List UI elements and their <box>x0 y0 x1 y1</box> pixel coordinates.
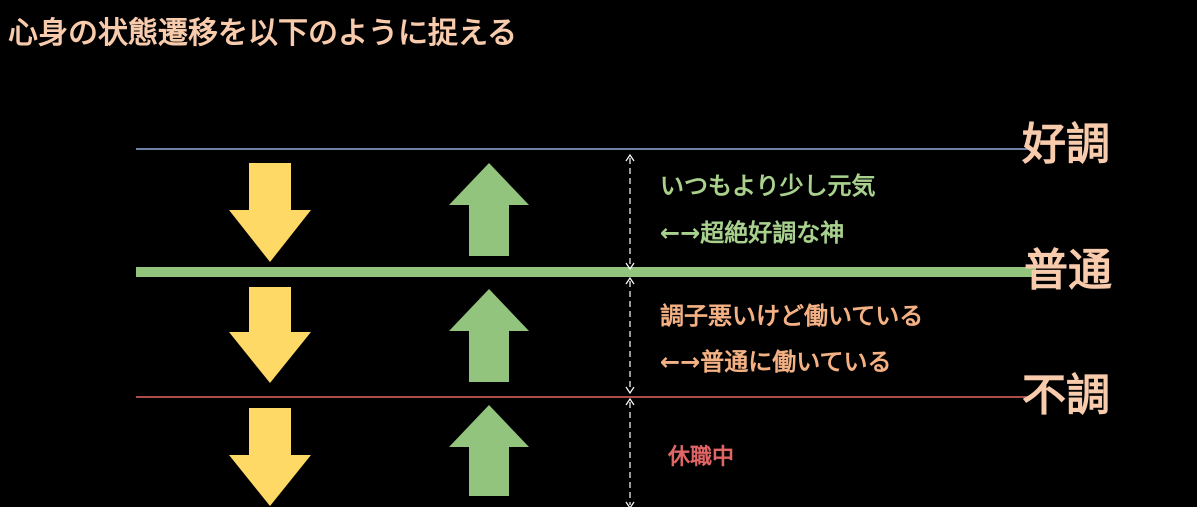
level-label-normal: 普通 <box>1024 245 1112 296</box>
down-arrow-lower <box>229 408 311 506</box>
down-arrow-upper <box>229 163 311 262</box>
up-arrow-middle <box>449 289 529 382</box>
down-arrow-middle <box>229 287 311 383</box>
middle-zone-desc-line1: 調子悪いけど働いている <box>660 302 924 330</box>
up-arrow-upper <box>449 163 529 256</box>
level-label-bad: 不調 <box>1022 370 1110 421</box>
span-indicator-upper <box>625 153 635 271</box>
lower-zone-desc-line1: 休職中 <box>668 445 735 470</box>
middle-zone-desc-line2: ←→普通に働いている <box>660 348 892 376</box>
page-title: 心身の状態遷移を以下のように捉える <box>8 16 518 51</box>
span-indicator-middle <box>625 276 635 395</box>
upper-zone-desc-line1: いつもより少し元気 <box>660 172 876 200</box>
normal-level-line <box>136 267 1036 277</box>
level-label-good: 好調 <box>1022 119 1110 170</box>
span-indicator-lower <box>625 397 635 507</box>
up-arrow-lower <box>449 405 529 496</box>
upper-zone-desc-line2: ←→超絶好調な神 <box>660 219 845 247</box>
